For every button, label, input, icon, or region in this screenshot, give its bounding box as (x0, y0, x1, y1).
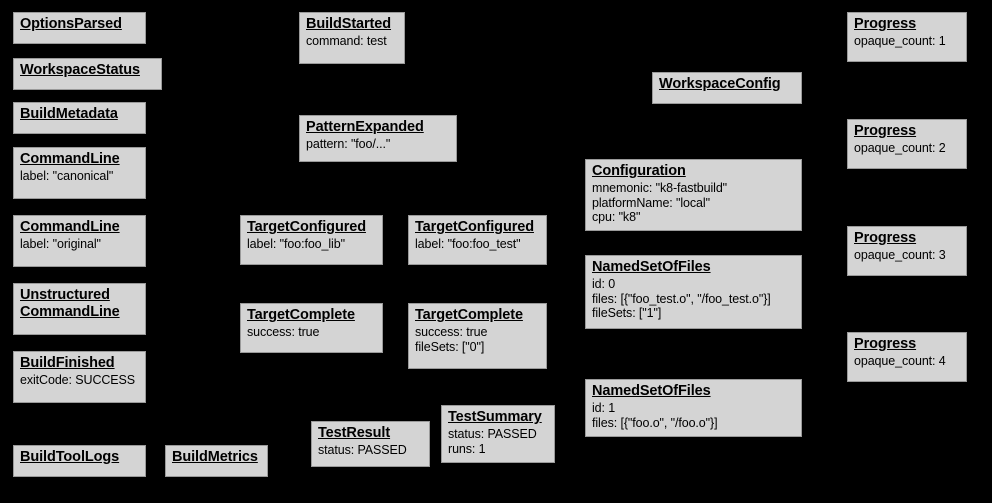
node-field: opaque_count: 4 (854, 353, 946, 368)
node-field: status: PASSED (318, 442, 407, 457)
node-title: TargetConfigured (247, 219, 366, 235)
node-title: TargetComplete (415, 307, 523, 323)
node-title: TestResult (318, 425, 391, 441)
node-title: BuildStarted (306, 16, 392, 32)
node-title: TestSummary (448, 409, 542, 425)
node-workspace-status[interactable]: WorkspaceStatus (13, 58, 162, 90)
node-field: pattern: "foo/..." (306, 136, 391, 151)
node-options-parsed[interactable]: OptionsParsed (13, 12, 146, 44)
node-title: Progress (854, 336, 917, 352)
node-field: fileSets: ["1"] (592, 306, 662, 321)
node-field: status: PASSED (448, 426, 537, 441)
node-build-metrics[interactable]: BuildMetrics (165, 445, 268, 477)
node-title: PatternExpanded (306, 119, 424, 135)
node-field: label: "canonical" (20, 168, 114, 183)
node-field: id: 1 (592, 400, 616, 415)
node-field: label: "foo:foo_test" (415, 236, 521, 251)
node-title: BuildToolLogs (20, 449, 120, 465)
node-title: BuildFinished (20, 355, 115, 371)
node-title: Unstructured CommandLine (20, 287, 120, 320)
node-field: success: true (415, 324, 488, 339)
node-title: TargetComplete (247, 307, 355, 323)
node-title: OptionsParsed (20, 16, 122, 32)
node-title: TargetConfigured (415, 219, 534, 235)
node-field: id: 0 (592, 276, 616, 291)
node-title: WorkspaceStatus (20, 62, 140, 78)
node-field: platformName: "local" (592, 195, 710, 210)
node-build-metadata[interactable]: BuildMetadata (13, 102, 146, 134)
node-unstructured-command-line[interactable]: Unstructured CommandLine (13, 283, 146, 335)
node-field: cpu: "k8" (592, 210, 641, 225)
node-field: runs: 1 (448, 441, 486, 456)
node-title: CommandLine (20, 151, 120, 167)
node-field: opaque_count: 1 (854, 33, 946, 48)
node-title: BuildMetrics (172, 449, 258, 465)
node-field: command: test (306, 33, 387, 48)
node-build-tool-logs[interactable]: BuildToolLogs (13, 445, 146, 477)
node-field: opaque_count: 3 (854, 247, 946, 262)
node-title: NamedSetOfFiles (592, 259, 711, 275)
node-title: Progress (854, 123, 917, 139)
node-field: success: true (247, 324, 320, 339)
node-field: mnemonic: "k8-fastbuild" (592, 180, 728, 195)
node-field: exitCode: SUCCESS (20, 372, 136, 387)
node-title: Progress (854, 230, 917, 246)
node-title: WorkspaceConfig (659, 76, 781, 92)
node-field: fileSets: ["0"] (415, 339, 485, 354)
node-title: CommandLine (20, 219, 120, 235)
node-workspace-config[interactable]: WorkspaceConfig (652, 72, 802, 104)
node-title: BuildMetadata (20, 106, 118, 122)
node-title: Progress (854, 16, 917, 32)
node-field: label: "original" (20, 236, 101, 251)
node-title: Configuration (592, 163, 686, 179)
node-field: label: "foo:foo_lib" (247, 236, 345, 251)
node-title: NamedSetOfFiles (592, 383, 711, 399)
node-field: opaque_count: 2 (854, 140, 946, 155)
node-field: files: [{"foo_test.o", "/foo_test.o"}] (592, 291, 771, 306)
node-field: files: [{"foo.o", "/foo.o"}] (592, 415, 718, 430)
